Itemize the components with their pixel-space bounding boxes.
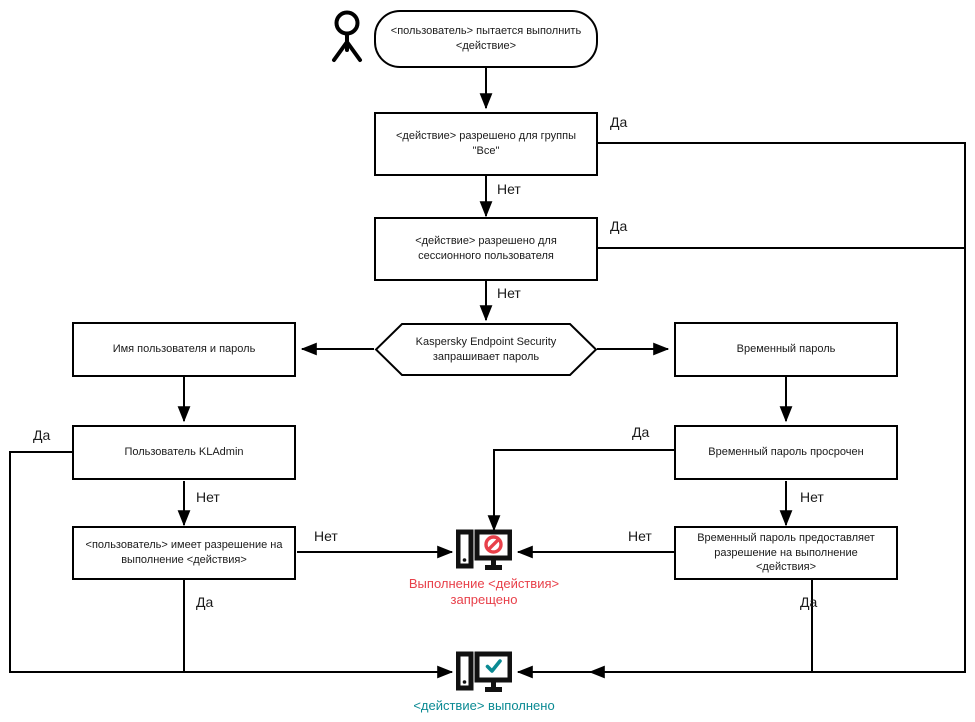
- node-temporary-password-label: Временный пароль: [736, 343, 836, 356]
- node-kes-asks-password-label: Kaspersky Endpoint Security запрашивает …: [415, 335, 557, 363]
- node-start-label: <пользователь> пытается выполнить <дейст…: [390, 25, 582, 52]
- node-user-has-permission-label: <пользователь> имеет разрешение на выпол…: [85, 539, 283, 566]
- node-allowed-everyone: <действие> разрешено для группы "Все": [374, 112, 598, 176]
- terminal-action-denied-caption: Выполнение <действия> запрещено: [408, 576, 560, 608]
- terminal-action-performed: <действие> выполнено: [389, 650, 579, 714]
- user-actor-icon: [325, 10, 369, 71]
- monitor-blocked-icon: [456, 529, 512, 570]
- node-temporary-password-expired: Временный пароль просрочен: [674, 425, 898, 480]
- edge-label-permission-yes: Да: [196, 594, 214, 610]
- node-allowed-everyone-label: <действие> разрешено для группы "Все": [396, 130, 576, 157]
- node-temporary-password-grants-label: Временный пароль предоставляет разрешени…: [697, 531, 875, 574]
- edge-label-kladmin-no: Нет: [196, 489, 220, 505]
- monitor-check-icon: [456, 651, 512, 692]
- terminal-action-denied: Выполнение <действия> запрещено: [389, 528, 579, 609]
- node-allowed-session-user-label: <действие> разрешено для сессионного пол…: [415, 235, 557, 262]
- edge-label-expired-no: Нет: [800, 489, 824, 505]
- edge-label-everyone-no: Нет: [497, 181, 521, 197]
- node-kladmin-user-label: Пользователь KLAdmin: [124, 446, 244, 459]
- node-allowed-session-user: <действие> разрешено для сессионного пол…: [374, 217, 598, 281]
- edge-label-session-no: Нет: [497, 285, 521, 301]
- edge-expired-yes-wire: [487, 449, 674, 532]
- edge-label-session-yes: Да: [610, 218, 628, 234]
- node-username-and-password: Имя пользователя и пароль: [72, 322, 296, 377]
- hexagon-shape: [374, 323, 598, 376]
- edge-everyone-yes-wire: [588, 142, 966, 679]
- node-temporary-password: Временный пароль: [674, 322, 898, 377]
- node-kes-asks-password: Kaspersky Endpoint Security запрашивает …: [374, 322, 598, 377]
- node-temporary-password-expired-label: Временный пароль просрочен: [708, 446, 864, 459]
- terminal-action-performed-caption: <действие> выполнено: [413, 698, 555, 713]
- edge-label-kladmin-yes: Да: [33, 427, 51, 443]
- node-user-has-permission: <пользователь> имеет разрешение на выпол…: [72, 526, 296, 580]
- node-username-and-password-label: Имя пользователя и пароль: [112, 343, 256, 356]
- node-start: <пользователь> пытается выполнить <дейст…: [374, 10, 598, 68]
- node-temporary-password-grants: Временный пароль предоставляет разрешени…: [674, 526, 898, 580]
- edge-label-expired-yes: Да: [632, 424, 650, 440]
- node-kladmin-user: Пользователь KLAdmin: [72, 425, 296, 480]
- edge-label-grants-yes: Да: [800, 594, 818, 610]
- edge-label-grants-no: Нет: [628, 528, 652, 544]
- edge-label-everyone-yes: Да: [610, 114, 628, 130]
- edge-label-permission-no: Нет: [314, 528, 338, 544]
